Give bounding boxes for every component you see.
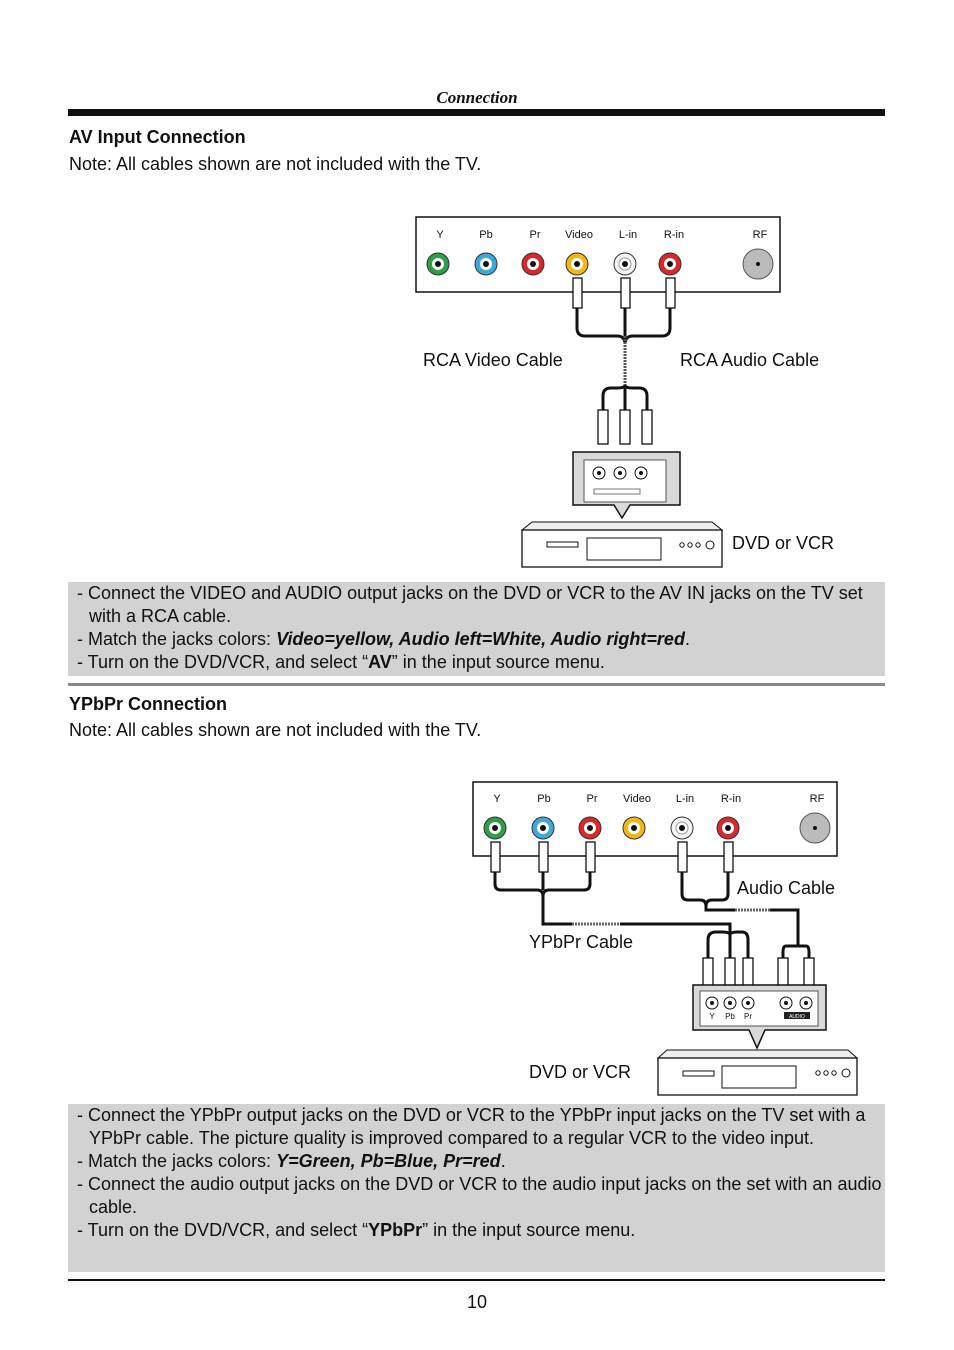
jack-y-green: [426, 252, 450, 276]
av-instructions-box: - Connect the VIDEO and AUDIO output jac…: [68, 582, 885, 676]
jack-lin-white: [670, 816, 694, 840]
device-audio-label: AUDIO: [789, 1014, 805, 1020]
av-panel-labels: Y Pb Pr Video L-in R-in RF: [436, 229, 767, 241]
page-header-title: Connection: [436, 88, 518, 107]
av-device-callout: [572, 451, 681, 520]
ypbpr-instruction-1: - Connect the YPbPr output jacks on the …: [77, 1105, 866, 1148]
ypbpr-bottom-plugs: [702, 957, 815, 991]
ypbpr-instruction-4: - Turn on the DVD/VCR, and select “YPbPr…: [77, 1220, 636, 1240]
av-instruction-2: - Match the jacks colors: Video=yellow, …: [77, 629, 690, 649]
jack-rin-red: [658, 252, 682, 276]
audio-cable-label: Audio Cable: [737, 878, 836, 898]
jack-rf: [742, 248, 774, 280]
panel-label-video: Video: [565, 229, 593, 241]
jack-pb-blue: [531, 816, 555, 840]
av-cables: [575, 308, 672, 410]
jack-pb-blue: [474, 252, 498, 276]
av-device-label: DVD or VCR: [732, 533, 835, 553]
ypbpr-instructions-box: - Connect the YPbPr output jacks on the …: [68, 1104, 885, 1272]
av-bottom-plugs: [597, 409, 653, 445]
jack-pr-red: [521, 252, 545, 276]
page-number: 10: [466, 1292, 488, 1312]
panel-label-pb: Pb: [479, 229, 492, 241]
jack-pr-red: [578, 816, 602, 840]
ypbpr-note: Note: All cables shown are not included …: [69, 720, 482, 740]
jack-rin-red: [716, 816, 740, 840]
panel-label-pb: Pb: [537, 793, 550, 805]
ypbpr-panel-labels: Y Pb Pr Video L-in R-in RF: [493, 793, 824, 805]
panel-label-pr: Pr: [530, 229, 541, 241]
ypbpr-cable-label: YPbPr Cable: [529, 932, 634, 952]
panel-label-y: Y: [436, 229, 444, 241]
av-instruction-3: - Turn on the DVD/VCR, and select “AV” i…: [77, 652, 605, 672]
ypbpr-device-label: DVD or VCR: [529, 1062, 632, 1082]
jack-y-green: [483, 816, 507, 840]
jack-rf: [799, 812, 831, 844]
section-divider: [68, 683, 885, 686]
ypbpr-cables: [493, 872, 811, 958]
ypbpr-device-callout: Y Pb Pr AUDIO: [692, 984, 827, 1050]
panel-label-rin: R-in: [664, 229, 684, 241]
av-connection-diagram: Y Pb Pr Video L-in R-in RF: [415, 216, 781, 568]
av-section-title: AV Input Connection: [69, 127, 246, 147]
av-note: Note: All cables shown are not included …: [69, 154, 482, 174]
panel-label-lin: L-in: [619, 229, 637, 241]
av-panel-jacks: [426, 248, 774, 280]
ypbpr-dvd-player: [656, 1049, 859, 1096]
panel-label-y: Y: [493, 793, 501, 805]
jack-video-yellow: [622, 816, 646, 840]
av-instruction-1: - Connect the VIDEO and AUDIO output jac…: [77, 583, 863, 626]
av-dvd-player: [520, 521, 724, 568]
header-rule: [68, 109, 885, 116]
rca-audio-cable-label: RCA Audio Cable: [680, 350, 820, 370]
jack-video-yellow: [565, 252, 589, 276]
jack-lin-white: [613, 252, 637, 276]
ypbpr-section-title: YPbPr Connection: [69, 694, 228, 714]
tv-input-panel: [415, 216, 781, 293]
panel-label-pr: Pr: [587, 793, 598, 805]
footer-rule: [68, 1279, 885, 1281]
ypbpr-instruction-2: - Match the jacks colors: Y=Green, Pb=Bl…: [77, 1151, 506, 1171]
panel-label-rf: RF: [753, 229, 768, 241]
rca-video-cable-label: RCA Video Cable: [423, 350, 563, 370]
panel-label-video: Video: [623, 793, 651, 805]
ypbpr-connection-diagram: Y Pb Pr Video L-in R-in RF: [472, 781, 859, 1096]
tv-input-panel-2: [472, 781, 838, 857]
panel-label-lin: L-in: [676, 793, 694, 805]
device-jack-label-pr: Pr: [744, 1012, 752, 1021]
ypbpr-instruction-3: - Connect the audio output jacks on the …: [77, 1174, 882, 1217]
device-jack-label-pb: Pb: [725, 1012, 735, 1021]
panel-label-rf: RF: [810, 793, 825, 805]
panel-label-rin: R-in: [721, 793, 741, 805]
ypbpr-panel-jacks: [483, 812, 831, 844]
device-jack-label-y: Y: [709, 1012, 715, 1021]
